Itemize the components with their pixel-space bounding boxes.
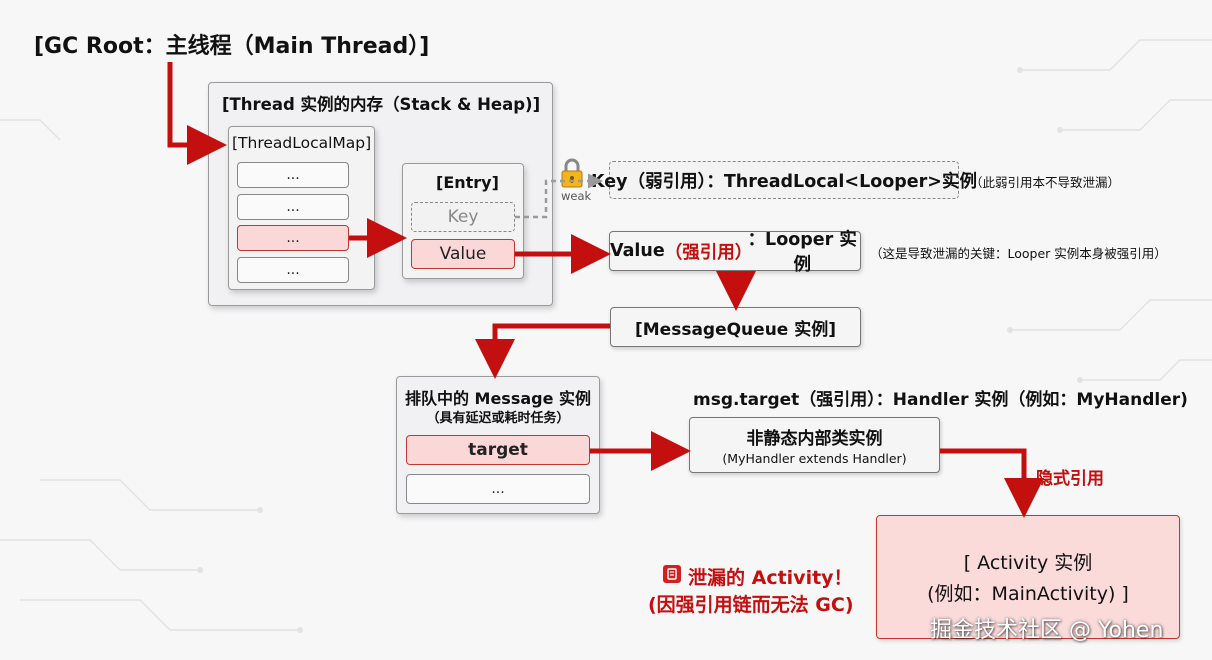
lock-icon (559, 157, 585, 189)
key-weak-ref-box: Key（弱引用）：ThreadLocal<Looper>实例 (591, 161, 977, 199)
value-suffix: ：Looper 实例 (747, 230, 857, 275)
message-panel-subtitle: （具有延迟或耗时任务） (426, 411, 570, 426)
value-strong-ref-box: Value（强引用）：Looper 实例 (609, 230, 861, 275)
value-prefix: Value (610, 241, 665, 261)
watermark: 掘金技术社区 @ Yohen (930, 618, 1164, 643)
handler-subtitle: (MyHandler extends Handler) (722, 451, 907, 466)
map-slot-2: ... (237, 194, 349, 220)
message-queue-box: [MessageQueue 实例] (610, 307, 861, 347)
value-note: （这是导致泄漏的关键：Looper 实例本身被强引用） (870, 246, 1167, 261)
key-note: （此弱引用本不导致泄漏） (970, 175, 1121, 190)
leak-label-line2: (因强引用链而无法 GC) (648, 594, 854, 616)
thread-memory-title: [Thread 实例的内存（Stack & Heap)] (222, 95, 541, 114)
alert-icon (663, 565, 681, 583)
message-other-cell: ... (406, 474, 590, 504)
value-strong-label: （强引用） (664, 242, 753, 263)
entry-key-cell: Key (411, 202, 515, 232)
map-slot-entry: ... (237, 225, 349, 251)
msg-target-label: msg.target（强引用）：Handler 实例（例如：MyHandler) (693, 390, 1188, 410)
activity-line2: (例如：MainActivity) ] (927, 583, 1129, 605)
message-panel-title: 排队中的 Message 实例 (404, 389, 592, 408)
map-slot-4: ... (237, 257, 349, 283)
entry-value-cell: Value (411, 239, 515, 269)
activity-line1: [ Activity 实例 (963, 552, 1093, 574)
entry-title: [Entry] (436, 173, 499, 192)
handler-title: 非静态内部类实例 (746, 429, 883, 449)
message-target-cell: target (406, 435, 590, 465)
leak-label-line1: 泄漏的 Activity！ (688, 567, 853, 589)
map-slot-1: ... (237, 162, 349, 188)
implicit-ref-label: 隐式引用 (1036, 469, 1104, 489)
handler-box: 非静态内部类实例 (MyHandler extends Handler) (689, 417, 940, 473)
threadlocalmap-title: [ThreadLocalMap] (232, 134, 372, 152)
weak-label: weak (561, 189, 592, 203)
gc-root-title: [GC Root：主线程（Main Thread）] (34, 34, 430, 59)
